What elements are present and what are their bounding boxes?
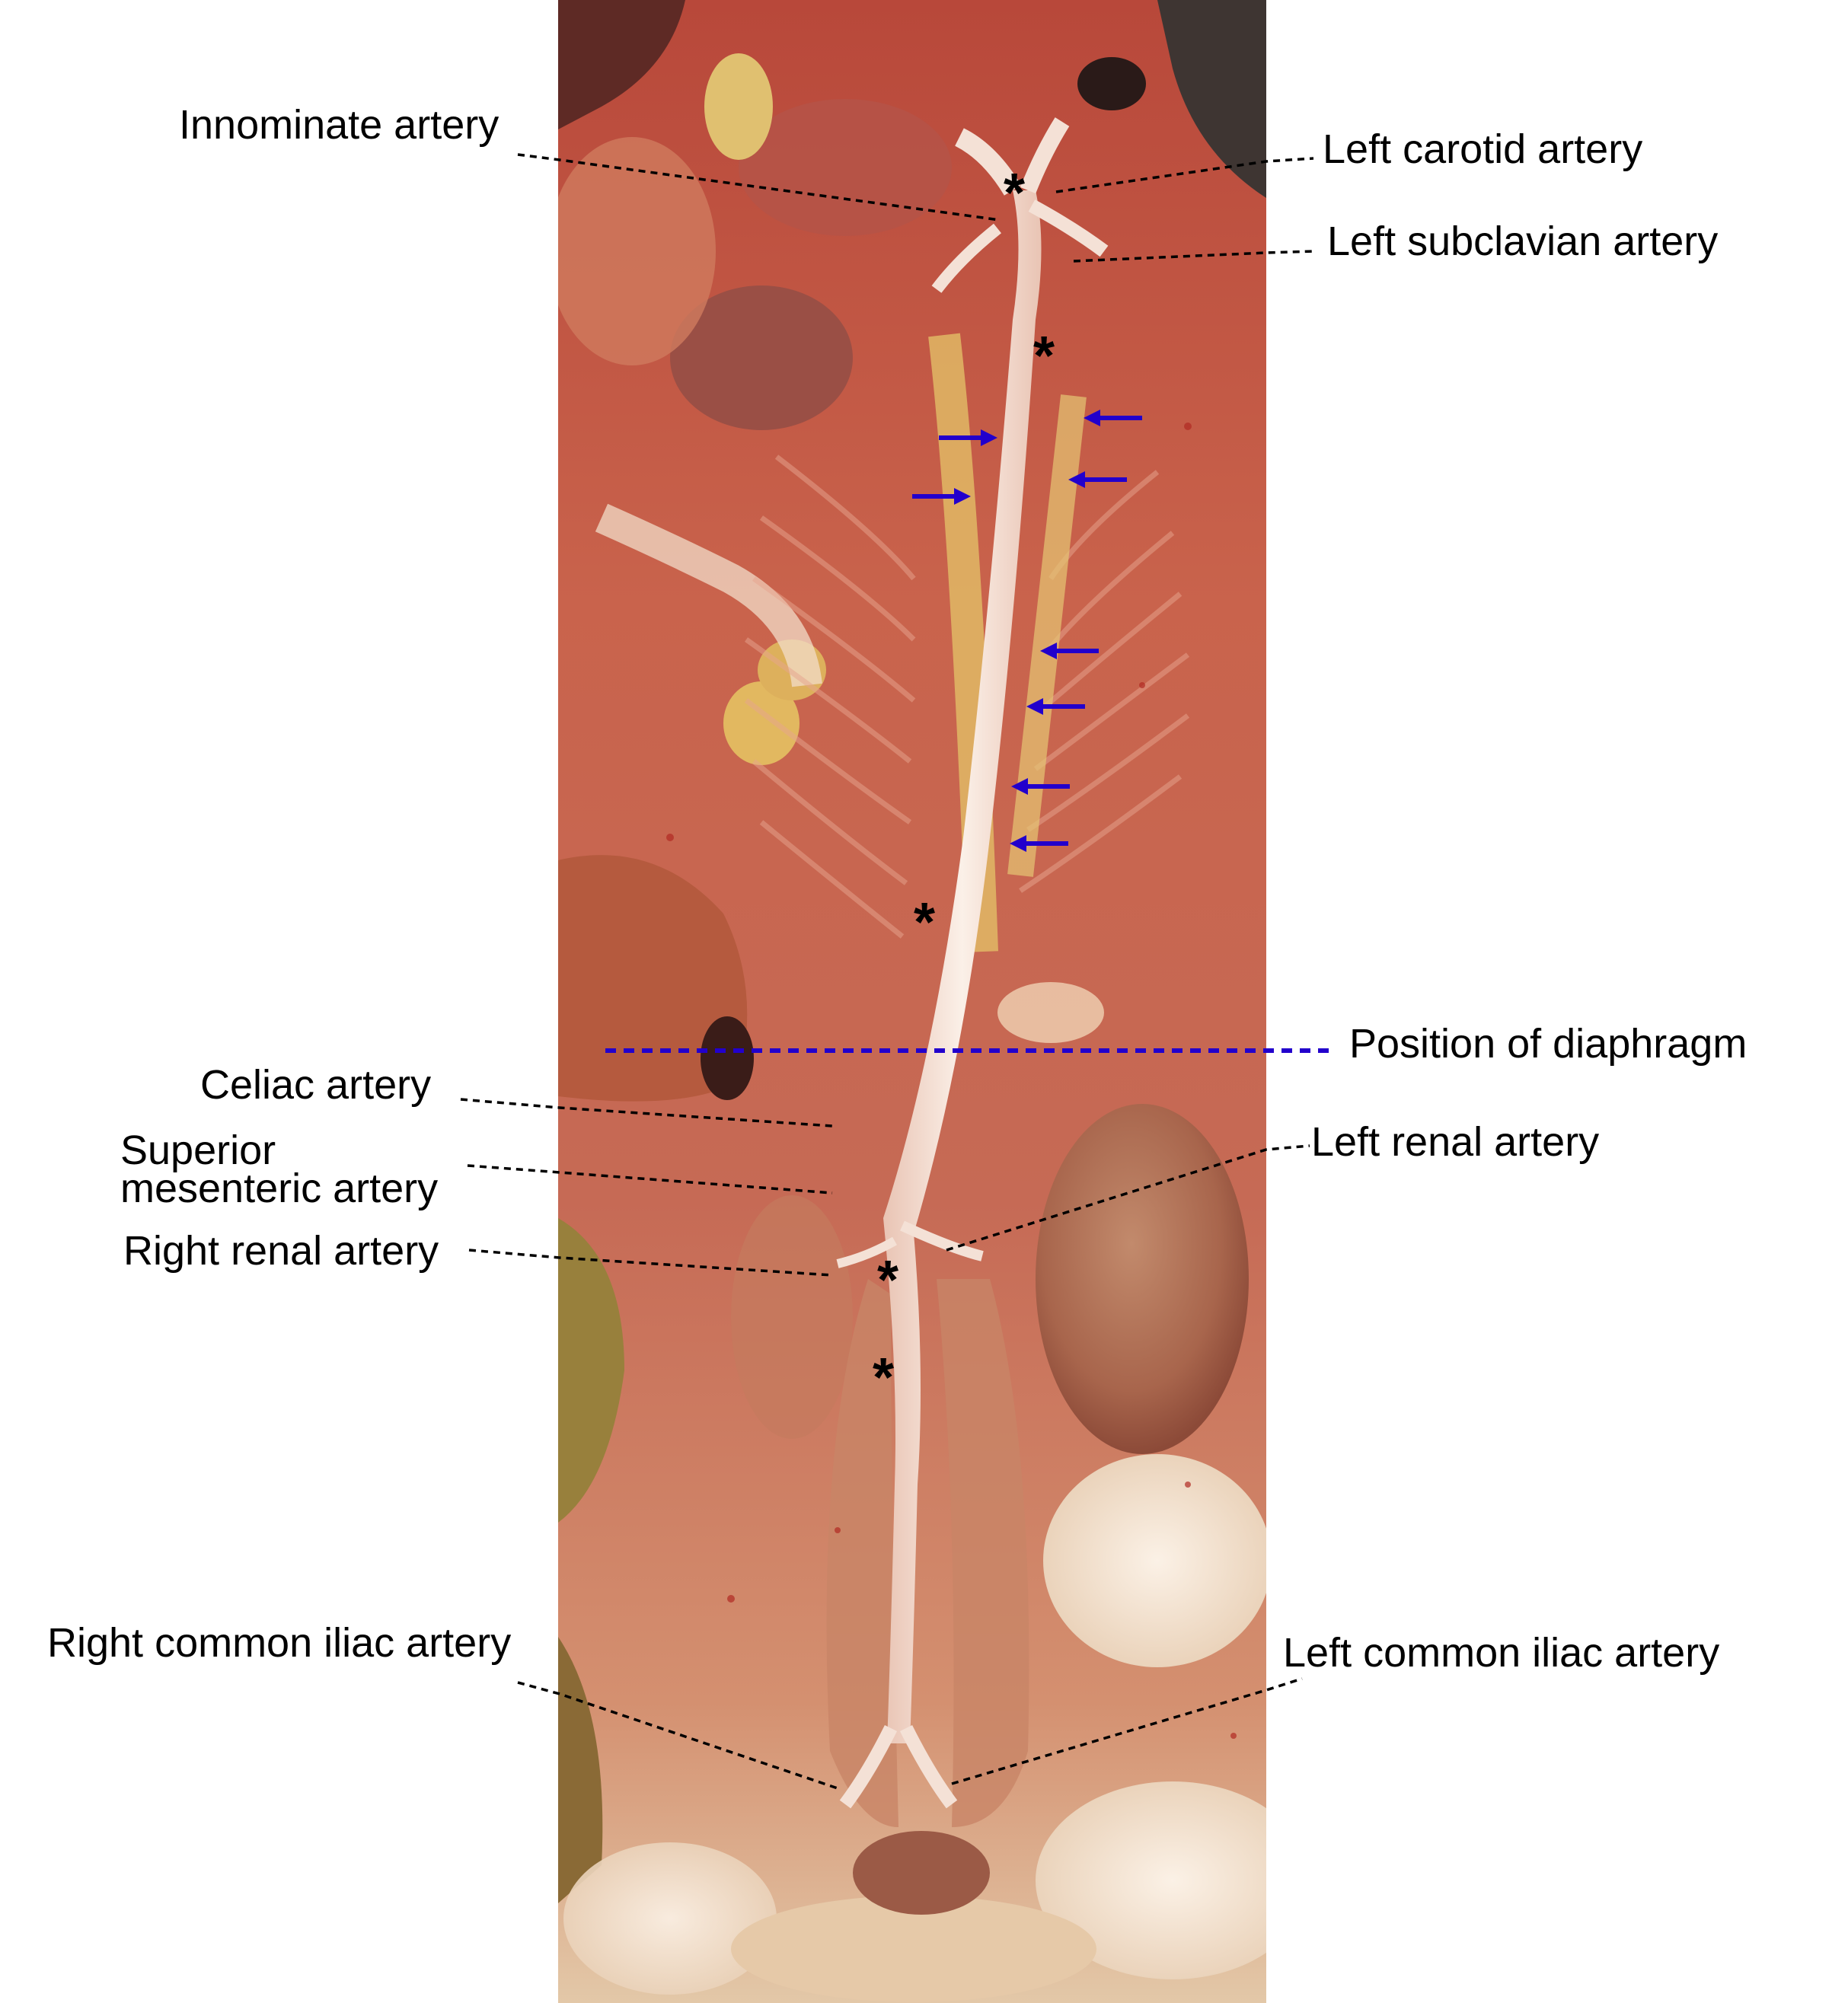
label-left-renal-artery: Left renal artery	[1311, 1119, 1600, 1165]
label-position-of-diaphragm: Position of diaphragm	[1349, 1021, 1747, 1067]
photo-panel	[558, 0, 1266, 2003]
asterisk-marker: *	[877, 1250, 898, 1311]
label-celiac-artery: Celiac artery	[200, 1062, 432, 1108]
label-left-carotid-artery: Left carotid artery	[1323, 126, 1643, 172]
arrow-left-icon	[1084, 410, 1142, 426]
leader-left-carotid	[1055, 157, 1314, 193]
label-right-common-iliac-artery: Right common iliac artery	[47, 1620, 512, 1666]
arrow-left-icon	[1026, 698, 1085, 715]
asterisk-marker: *	[873, 1348, 894, 1408]
label-innominate-artery: Innominate artery	[179, 102, 500, 148]
leader-superior-mesenteric	[467, 1164, 833, 1194]
leader-left-renal	[946, 1144, 1310, 1252]
asterisk-marker: *	[1033, 326, 1055, 387]
blue-arrows	[912, 410, 1142, 852]
leader-left-subclavian	[1073, 250, 1314, 263]
leader-right-renal	[468, 1249, 833, 1277]
asterisk-marker: *	[1004, 163, 1025, 224]
arrow-left-icon	[1040, 643, 1099, 659]
arrow-right-icon	[939, 429, 997, 446]
arrow-right-icon	[912, 488, 971, 505]
label-left-subclavian-artery: Left subclavian artery	[1327, 218, 1719, 264]
arrow-left-icon	[1011, 778, 1070, 795]
arrow-left-icon	[1010, 835, 1068, 852]
label-left-common-iliac-artery: Left common iliac artery	[1283, 1630, 1720, 1676]
asterisk-markers: * * * * *	[873, 163, 1055, 1408]
arrow-left-icon	[1068, 471, 1127, 488]
asterisk-marker: *	[914, 892, 935, 953]
leader-celiac	[460, 1098, 833, 1127]
label-superior-mesenteric-line1: Superior	[120, 1127, 276, 1173]
label-superior-mesenteric-line2: mesenteric artery	[120, 1166, 439, 1211]
leader-innominate	[517, 153, 1001, 222]
leader-right-common-iliac	[517, 1681, 841, 1791]
leader-lines	[460, 153, 1314, 1791]
label-right-renal-artery: Right renal artery	[123, 1228, 439, 1274]
